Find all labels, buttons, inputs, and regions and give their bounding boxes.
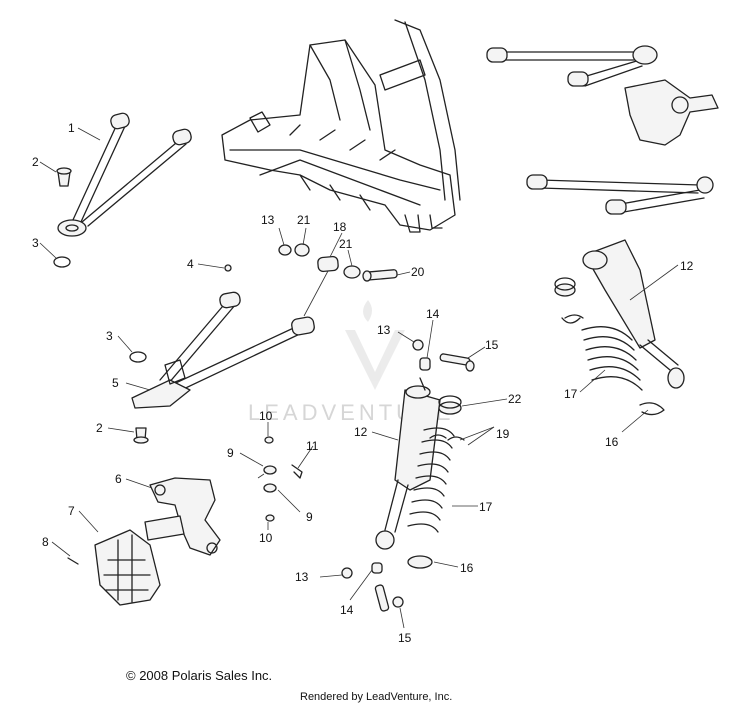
callout-12a: 12 <box>680 259 694 273</box>
bushing-13-lower <box>341 567 353 579</box>
shock-absorber-center <box>375 377 441 550</box>
nut-washer-stack-upper <box>263 436 277 475</box>
callout-17a: 17 <box>564 387 578 401</box>
callout-15a: 15 <box>485 338 499 352</box>
leader-lines <box>39 127 679 629</box>
nut-small <box>224 264 232 272</box>
callout-15b: 15 <box>398 631 412 645</box>
callout-7: 7 <box>68 504 75 518</box>
rendered-by-notice: Rendered by LeadVenture, Inc. <box>300 691 453 703</box>
bolt-20 <box>362 269 398 282</box>
shock-absorber-right <box>582 239 685 389</box>
bushing-13-upper <box>278 244 292 256</box>
cotter-pin <box>291 464 303 479</box>
callout-20: 20 <box>411 265 425 279</box>
frame-assembly <box>221 19 461 233</box>
nut-washer-stack-lower <box>263 483 277 522</box>
spring-center <box>407 427 455 533</box>
washer-21-left <box>294 243 310 257</box>
callout-10b: 10 <box>259 531 273 545</box>
callout-10a: 10 <box>259 409 273 423</box>
upper-a-arm <box>57 112 192 237</box>
callout-12b: 12 <box>354 425 368 439</box>
callout-4: 4 <box>187 257 194 271</box>
callout-14a: 14 <box>426 307 440 321</box>
bushing-13-center <box>412 339 424 351</box>
lower-right-a-arm <box>526 174 714 215</box>
callout-3b: 3 <box>106 329 113 343</box>
callout-22: 22 <box>508 392 522 406</box>
bolt-small <box>67 557 79 565</box>
bushing-leader-18 <box>303 270 329 317</box>
callout-3a: 3 <box>32 236 39 250</box>
callout-21b: 21 <box>339 237 353 251</box>
callout-5: 5 <box>112 376 119 390</box>
retaining-ring-upper <box>53 256 71 268</box>
callouts: 1 2 2 3 3 4 5 6 7 8 9 9 10 10 11 12 12 1… <box>32 121 694 645</box>
callout-2b: 2 <box>96 421 103 435</box>
spring-right <box>581 326 643 391</box>
callout-1: 1 <box>68 121 75 135</box>
callout-6: 6 <box>115 472 122 486</box>
bolt-15-upper <box>439 353 475 372</box>
callout-8: 8 <box>42 535 49 549</box>
retainer-clip-16-center <box>407 555 433 569</box>
retainer-clip-16-right <box>639 402 665 416</box>
spring-retainer-right-top <box>554 277 576 297</box>
callout-19: 19 <box>496 427 510 441</box>
callout-11: 11 <box>306 439 319 453</box>
callout-9a: 9 <box>227 446 234 460</box>
upper-right-spindle <box>624 79 719 146</box>
callout-16b: 16 <box>460 561 474 575</box>
sleeve-18 <box>317 255 339 273</box>
lower-a-arm <box>131 291 315 409</box>
brake-disc <box>94 529 161 606</box>
watermark-logo <box>345 300 405 390</box>
spindle <box>144 477 221 556</box>
callout-17b: 17 <box>479 500 493 514</box>
callout-13c: 13 <box>295 570 309 584</box>
callout-21a: 21 <box>297 213 311 227</box>
callout-13a: 13 <box>261 213 275 227</box>
ball-joint-lower <box>133 427 149 444</box>
ball-joint-upper <box>56 167 72 187</box>
washer-21-right <box>343 265 361 279</box>
callout-2a: 2 <box>32 155 39 169</box>
callout-13b: 13 <box>377 323 391 337</box>
copyright-notice: © 2008 Polaris Sales Inc. <box>126 668 273 683</box>
spring-retainer-22 <box>438 395 462 415</box>
sleeve-14-upper <box>419 357 431 371</box>
sleeve-14-lower <box>371 562 383 574</box>
callout-16a: 16 <box>605 435 619 449</box>
callout-14b: 14 <box>340 603 354 617</box>
retainer-clip-right-top <box>561 314 584 324</box>
retaining-ring-lower <box>129 351 147 363</box>
bolt-15-lower <box>374 584 404 612</box>
upper-right-a-arm <box>486 45 658 87</box>
callout-9b: 9 <box>306 510 313 524</box>
callout-18: 18 <box>333 220 347 234</box>
